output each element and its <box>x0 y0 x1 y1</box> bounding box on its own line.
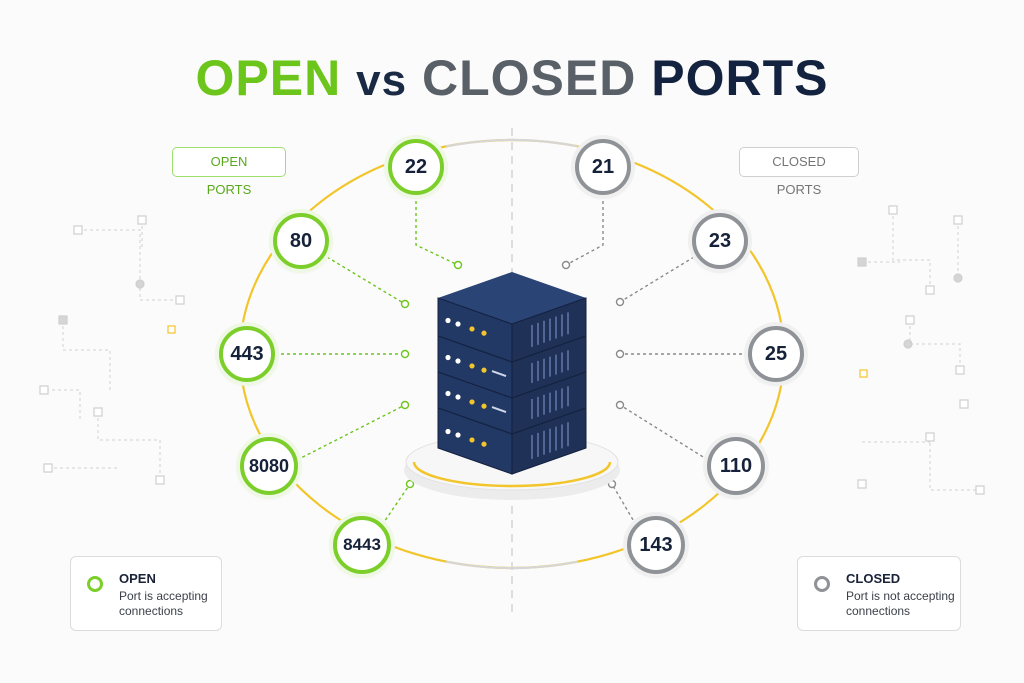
title-vs-word: vs <box>356 56 408 105</box>
closed-connector-0-line <box>565 195 604 266</box>
legend-closed-description: Port is not accepting connections <box>846 589 955 618</box>
open-connector-3-line <box>296 404 406 461</box>
open-ports-label: OPEN PORTS <box>172 147 286 197</box>
server-unit-2 <box>437 371 587 435</box>
open-connector-4-line <box>381 483 411 526</box>
closed-port-25: 25 <box>748 326 804 382</box>
closed-ports-label: CLOSED PORTS <box>739 147 859 197</box>
server-drive-slot <box>491 370 507 377</box>
closed-connector-1-endpoint <box>615 297 625 307</box>
ring-arc-top <box>445 138 579 148</box>
open-connector-3-endpoint <box>400 400 410 410</box>
server-led <box>481 367 487 373</box>
server-led <box>481 441 487 447</box>
server-led <box>469 437 475 443</box>
server-led <box>469 363 475 369</box>
server-led <box>445 390 451 397</box>
server-led <box>455 358 461 364</box>
server-rack-icon <box>404 272 620 500</box>
open-port-443: 443 <box>219 326 275 382</box>
server-led <box>469 326 475 332</box>
circuit-nodes-left <box>39 215 185 485</box>
legend-open: OPEN Port is accepting connections <box>70 556 222 631</box>
legend-open-description: Port is accepting connections <box>119 589 208 618</box>
circuit-nodes-right <box>857 205 985 495</box>
server-led <box>481 330 487 336</box>
closed-port-143: 143 <box>627 516 685 574</box>
open-port-80: 80 <box>273 213 329 269</box>
pedestal-glow-ring <box>412 461 612 488</box>
open-port-8080: 8080 <box>240 437 298 495</box>
page-title: OPEN vs CLOSED PORTS <box>0 48 1024 111</box>
open-connector-2-endpoint <box>400 349 410 359</box>
server-led <box>455 432 461 438</box>
title-ports-word: PORTS <box>651 50 829 106</box>
closed-port-21: 21 <box>575 139 631 195</box>
closed-connector-2-endpoint <box>615 349 625 359</box>
ring-arc-bottom <box>445 560 579 570</box>
server-unit-1 <box>437 335 587 399</box>
open-ring-icon <box>87 576 103 592</box>
connector-group <box>275 195 748 526</box>
server-led <box>445 354 451 361</box>
open-connector-1-line <box>326 256 406 305</box>
title-open-word: OPEN <box>195 50 342 106</box>
server-unit-3 <box>437 407 587 475</box>
server-drive-slot <box>491 406 507 413</box>
closed-ring-icon <box>814 576 830 592</box>
circuit-decoration-left <box>40 220 180 480</box>
open-connector-4-endpoint <box>405 479 415 489</box>
closed-connector-3-endpoint <box>615 400 625 410</box>
legend-open-title: OPEN <box>119 571 156 586</box>
title-closed-word: CLOSED <box>421 50 637 106</box>
closed-connector-1-line <box>619 256 695 303</box>
server-led <box>455 394 461 400</box>
open-connector-1-endpoint <box>400 299 410 309</box>
open-port-8443: 8443 <box>333 516 391 574</box>
closed-connector-4-line <box>611 483 637 526</box>
server-led <box>481 403 487 409</box>
legend-closed-title: CLOSED <box>846 571 901 586</box>
circuit-decoration-right <box>862 210 980 491</box>
server-led <box>445 317 451 324</box>
server-led <box>445 428 451 435</box>
open-connector-0-endpoint <box>453 260 463 270</box>
closed-connector-0-endpoint <box>561 260 571 270</box>
open-connector-0-line <box>415 195 459 266</box>
open-port-22: 22 <box>388 139 444 195</box>
closed-connector-3-line <box>619 404 709 461</box>
server-led <box>469 399 475 405</box>
closed-port-110: 110 <box>707 437 765 495</box>
server-led <box>455 321 461 327</box>
closed-port-23: 23 <box>692 213 748 269</box>
legend-closed: CLOSED Port is not accepting connections <box>797 556 961 631</box>
